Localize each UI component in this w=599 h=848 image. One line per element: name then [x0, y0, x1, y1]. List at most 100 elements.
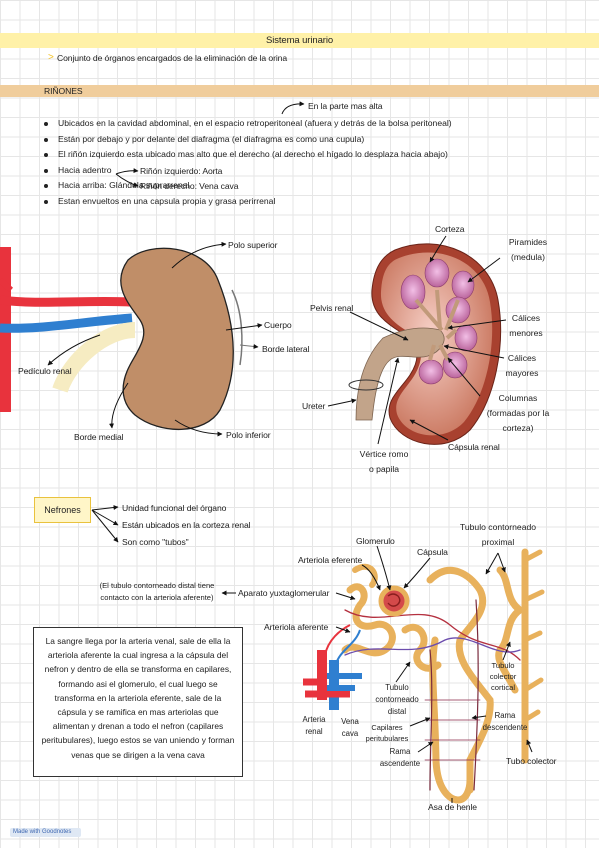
- label-piramides: Piramides (medula): [500, 236, 556, 263]
- label-polo-superior: Polo superior: [228, 240, 278, 250]
- label-borde-lateral: Borde lateral: [262, 344, 310, 354]
- label-aparato-yuxtaglomerular: Aparato yuxtaglomerular: [238, 588, 330, 598]
- label-rama-ascendente-line1: Rama: [389, 747, 411, 756]
- arrow-columnas: [447, 357, 481, 397]
- arrow-borde-lateral: [239, 344, 259, 349]
- nefrones-item-3: Son como "tubos": [122, 537, 189, 547]
- title-bar: Sistema urinario: [0, 33, 599, 48]
- label-tubulo-distal-line2: contorneado: [375, 695, 419, 704]
- arrow-eferente: [361, 564, 381, 591]
- explanation-box: La sangre llega por la arteria venal, sa…: [33, 627, 243, 777]
- arrow-polo-inferior: [174, 419, 223, 437]
- label-rama-descendente: Rama descendente: [480, 710, 530, 734]
- label-borde-medial: Borde medial: [74, 432, 124, 442]
- note-line2: contacto con la arteriola aferente): [100, 593, 214, 602]
- label-vena-cava-line2: cava: [341, 729, 359, 738]
- label-tubulo-proximal: Tubulo contorneado proximal: [450, 521, 546, 548]
- label-tubulo-proximal-line2: proximal: [481, 537, 515, 547]
- label-calices-menores: Cálices menores: [506, 312, 546, 339]
- nephron-illustration: [341, 548, 545, 804]
- arrow-rama-desc: [471, 714, 487, 720]
- label-polo-inferior: Polo inferior: [226, 430, 271, 440]
- label-tubulo-distal: Tubulo contorneado distal: [368, 682, 426, 718]
- arrow-pelvis: [349, 311, 409, 341]
- note-line1: (El tubulo contorneado distal tiene: [99, 581, 215, 590]
- bullet-item: Están por debajo y por delante del diafr…: [44, 132, 452, 148]
- chevron-right-icon: >: [48, 52, 54, 63]
- label-vena-cava-line1: Vena: [341, 717, 359, 726]
- label-tubulo-distal-line1: Tubulo: [385, 683, 409, 692]
- arrow-colector-cortical: [502, 641, 511, 661]
- label-calices-menores-line2: menores: [509, 328, 543, 338]
- label-glomerulo: Glomerulo: [356, 536, 395, 546]
- kidney-section: [348, 243, 502, 445]
- label-columnas-line1: Columnas: [498, 393, 538, 403]
- arrow-nefrones-2: [91, 509, 119, 526]
- label-columnas: Columnas (formadas por la corteza): [480, 392, 556, 434]
- arrow-glomerulo: [376, 545, 392, 591]
- arrow-corteza: [429, 235, 447, 263]
- kidney-left: [120, 247, 234, 431]
- arrow-borde-medial: [109, 382, 129, 429]
- arrow-proximal-2: [497, 552, 506, 573]
- arrow-cuerpo: [225, 323, 263, 331]
- adentro-derecho: Riñón derecho: Vena cava: [140, 181, 239, 191]
- label-rama-ascendente-line2: ascendente: [379, 759, 421, 768]
- label-asa-henle: Asa de henle: [428, 802, 477, 812]
- subtitle: Conjunto de órganos encargados de la eli…: [57, 53, 288, 63]
- arrow-calices-menores: [447, 319, 507, 330]
- arrow-piramides: [467, 257, 501, 283]
- label-corteza: Corteza: [435, 224, 465, 234]
- arrow-adentro-der: [115, 173, 139, 187]
- label-calices-mayores-line2: mayores: [505, 368, 539, 378]
- arrow-proximal-1: [485, 552, 499, 575]
- arrow-nefrones-3: [91, 509, 119, 543]
- glomerulo-shape: [378, 585, 410, 617]
- renal-vessels: [0, 247, 136, 412]
- label-vertice-line1: Vértice romo: [359, 449, 409, 459]
- arrow-calices-mayores: [443, 344, 505, 359]
- arrow-rama-asc: [417, 741, 434, 753]
- label-rama-ascendente: Rama ascendente: [378, 746, 422, 770]
- label-capilares-line1: Capilares: [371, 723, 403, 732]
- arrow-vertice: [377, 357, 400, 445]
- label-tubo-colector: Tubo colector: [506, 756, 557, 766]
- arrow-ureter: [327, 398, 357, 407]
- adentro-izquierdo: Riñón izquierdo: Aorta: [140, 166, 223, 176]
- arrow-capsula-n: [403, 557, 431, 589]
- note-tubulo-distal: (El tubulo contorneado distal tiene cont…: [94, 580, 220, 604]
- label-tubulo-distal-line3: distal: [387, 707, 407, 716]
- arrow-aparato-right: [335, 592, 356, 601]
- label-arteriola-aferente: Arteriola aferente: [264, 622, 329, 632]
- label-colector-cortical-line3: cortical: [490, 683, 516, 692]
- bullet-item: El riñón izquierdo esta ubicado mas alto…: [44, 147, 452, 163]
- bullet-item: Ubicados en la cavidad abdominal, en el …: [44, 116, 452, 132]
- label-arteriola-eferente: Arteriola eferente: [298, 555, 363, 565]
- label-ureter: Ureter: [302, 401, 326, 411]
- label-colector-cortical-line2: colector: [489, 672, 517, 681]
- label-capsula-renal: Cápsula renal: [448, 442, 500, 452]
- label-arteria-renal: Arteria renal: [296, 714, 332, 738]
- nefrones-box: Nefrones: [34, 497, 91, 523]
- label-columnas-line2: (formadas por la: [486, 408, 550, 418]
- label-capilares: Capilares peritubulares: [362, 722, 412, 744]
- label-arteria-renal-line1: Arteria: [302, 715, 326, 724]
- arrow-polo-superior: [171, 241, 227, 269]
- section-title: RIÑONES: [44, 86, 83, 96]
- arrow-nefrones-1: [91, 505, 119, 511]
- label-piramides-line1: Piramides: [508, 237, 548, 247]
- section-bar: RIÑONES: [0, 85, 599, 97]
- explanation-text: La sangre llega por la arteria venal, sa…: [41, 636, 235, 760]
- label-pelvis-renal: Pelvis renal: [310, 303, 354, 313]
- arrow-tubo-colector: [526, 739, 533, 753]
- label-calices-mayores: Cálices mayores: [502, 352, 542, 379]
- label-capilares-line2: peritubulares: [365, 734, 409, 743]
- bullet-item: Hacia adentro: [44, 163, 452, 179]
- annotation-parte-alta: En la parte mas alta: [308, 101, 383, 111]
- label-columnas-line3: corteza): [502, 423, 534, 433]
- arrow-pediculo: [47, 334, 101, 366]
- bullet-list: Ubicados en la cavidad abdominal, en el …: [44, 116, 452, 210]
- label-vertice: Vértice romo o papila: [356, 448, 412, 475]
- nefrones-item-2: Están ubicados en la corteza renal: [122, 520, 251, 530]
